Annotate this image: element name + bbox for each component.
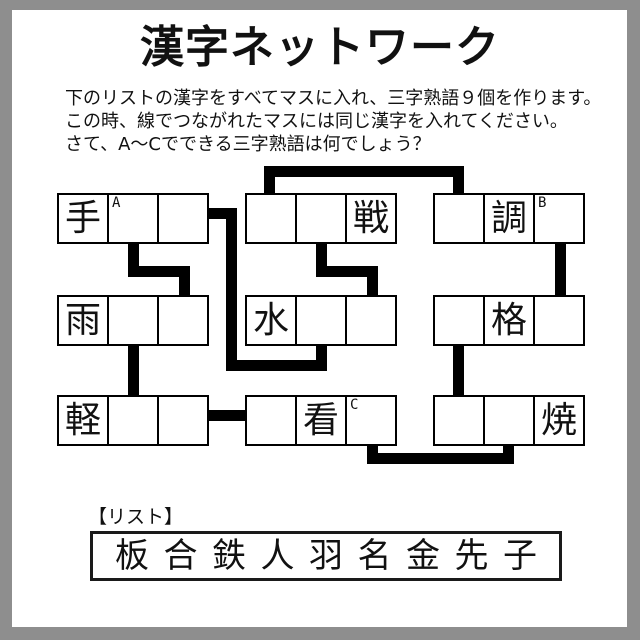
kanji-cell-answer[interactable] — [107, 395, 159, 446]
given-kanji: 手 — [64, 197, 101, 239]
list-kanji: 先 — [454, 536, 489, 576]
connection-line — [128, 244, 139, 277]
kanji-cell-answer[interactable] — [533, 295, 585, 346]
connection-line — [264, 166, 464, 177]
kanji-cell-answer[interactable] — [295, 295, 347, 346]
connection-line — [128, 344, 139, 396]
list-kanji: 子 — [503, 536, 537, 576]
connection-line — [264, 166, 275, 195]
kanji-cell-answer[interactable] — [157, 395, 209, 446]
kanji-cell-answer[interactable] — [245, 193, 297, 244]
kanji-cell-answer[interactable] — [433, 193, 485, 244]
kanji-cell-answer[interactable] — [157, 295, 209, 346]
instruction-line-2: この時、線でつながれたマスには同じ漢字を入れてください。 — [65, 111, 568, 132]
kanji-cell-given: 雨 — [57, 295, 109, 346]
list-kanji: 鉄 — [212, 536, 246, 576]
connection-line — [128, 266, 190, 277]
given-kanji: 水 — [252, 299, 289, 341]
given-kanji: 雨 — [64, 299, 101, 341]
kanji-cell-given: 看 — [295, 395, 347, 446]
instruction-line-1: 下のリストの漢字をすべてマスに入れ、三字熟語９個を作ります。 — [65, 88, 602, 109]
word-block-bottom-left: 軽 — [57, 395, 209, 446]
kanji-cell-answer[interactable] — [295, 193, 347, 244]
list-kanji: 板 — [115, 536, 149, 576]
kanji-cell-answer-c[interactable]: C — [345, 395, 397, 446]
given-kanji: 調 — [490, 197, 527, 239]
connection-line — [207, 208, 237, 219]
word-block-bottom-right: 焼 — [433, 395, 585, 446]
word-block-middle-middle: 水 — [245, 295, 397, 346]
kanji-cell-given: 調 — [483, 193, 535, 244]
list-kanji: 合 — [163, 536, 198, 576]
given-kanji: 焼 — [540, 399, 577, 441]
connection-line — [555, 244, 566, 296]
connection-line — [453, 166, 464, 195]
connection-line — [226, 360, 327, 371]
connection-line — [316, 344, 327, 371]
list-kanji: 人 — [260, 536, 295, 576]
connection-line — [207, 410, 247, 421]
connection-line — [316, 244, 327, 277]
kanji-cell-answer[interactable] — [483, 395, 535, 446]
list-heading: 【リスト】 — [88, 506, 184, 528]
list-kanji: 羽 — [309, 536, 343, 576]
given-kanji: 格 — [490, 299, 527, 341]
word-block-bottom-middle: 看 C — [245, 395, 397, 446]
kanji-cell-answer[interactable] — [157, 193, 209, 244]
connection-line — [226, 208, 237, 371]
kanji-cell-answer-a[interactable]: A — [107, 193, 159, 244]
kanji-cell-given: 水 — [245, 295, 297, 346]
kanji-cell-given: 焼 — [533, 395, 585, 446]
given-kanji: 看 — [302, 399, 339, 441]
word-block-top-middle: 戦 — [245, 193, 397, 244]
kanji-cell-answer[interactable] — [433, 295, 485, 346]
kanji-cell-given: 戦 — [345, 193, 397, 244]
word-block-top-left: 手 A — [57, 193, 209, 244]
kanji-cell-given: 軽 — [57, 395, 109, 446]
connection-line — [367, 266, 378, 296]
kanji-cell-answer-b[interactable]: B — [533, 193, 585, 244]
connection-line — [179, 266, 190, 296]
instruction-line-3: さて、A〜Cでできる三字熟語は何でしょう？ — [65, 134, 431, 155]
word-block-top-right: 調 B — [433, 193, 585, 244]
kanji-cell-answer[interactable] — [245, 395, 297, 446]
cell-label-c: C — [350, 397, 359, 413]
kanji-list-box: 板 合 鉄 人 羽 名 金 先 子 — [90, 531, 562, 581]
word-block-middle-right: 格 — [433, 295, 585, 346]
list-kanji: 名 — [357, 536, 392, 576]
instructions: 下のリストの漢字をすべてマスに入れ、三字熟語９個を作ります。 この時、線でつなが… — [65, 87, 601, 156]
given-kanji: 戦 — [352, 197, 389, 239]
kanji-cell-given: 格 — [483, 295, 535, 346]
connection-line — [453, 344, 464, 396]
connection-line — [316, 266, 378, 277]
kanji-cell-answer[interactable] — [107, 295, 159, 346]
given-kanji: 軽 — [64, 399, 101, 441]
cell-label-a: A — [112, 195, 121, 211]
word-block-middle-left: 雨 — [57, 295, 209, 346]
cell-label-b: B — [538, 195, 547, 211]
list-kanji: 金 — [406, 536, 440, 576]
page-title: 漢字ネットワーク — [140, 22, 500, 73]
kanji-cell-given: 手 — [57, 193, 109, 244]
kanji-cell-answer[interactable] — [433, 395, 485, 446]
connection-line — [367, 453, 514, 464]
kanji-cell-answer[interactable] — [345, 295, 397, 346]
connection-line — [503, 444, 514, 464]
